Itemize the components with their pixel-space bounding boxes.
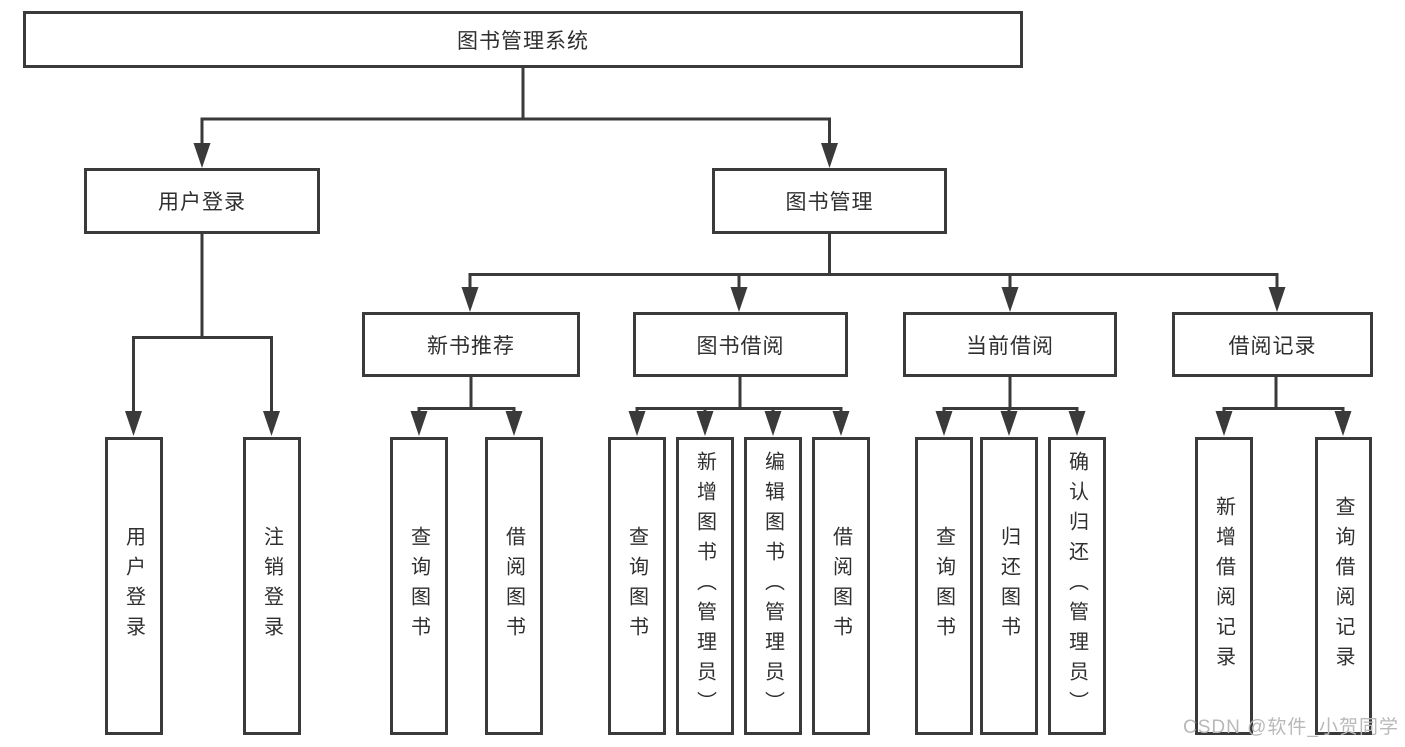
arrow-down-icon	[410, 411, 428, 436]
connector-book-borrow-to-leaves	[635, 377, 843, 414]
arrow-down-icon	[821, 143, 838, 168]
node-book-management: 图书管理	[712, 168, 947, 234]
node-book-borrowing: 图书借阅	[633, 312, 848, 377]
node-label: 图书借阅	[696, 334, 785, 358]
leaf-borrow-books-recommend: 借阅图书	[485, 437, 543, 735]
leaf-label: 新增图书（管理员）	[693, 451, 716, 721]
node-label: 图书管理	[785, 191, 874, 214]
arrow-down-icon	[696, 411, 714, 436]
leaf-query-books-borrowing: 查询图书	[608, 437, 666, 735]
leaf-borrow-books-borrowing: 借阅图书	[812, 437, 870, 735]
leaf-query-borrow-record: 查询借阅记录	[1315, 437, 1372, 735]
node-library-management-system: 图书管理系统	[23, 11, 1023, 68]
arrow-down-icon	[935, 411, 953, 436]
leaf-add-borrow-record: 新增借阅记录	[1195, 437, 1253, 735]
leaf-label: 查询图书	[932, 526, 955, 646]
arrow-down-icon	[628, 411, 646, 436]
leaf-edit-books-admin: 编辑图书（管理员）	[744, 437, 802, 735]
leaf-return-books: 归还图书	[980, 437, 1038, 735]
leaf-label: 注销登录	[260, 526, 283, 646]
arrow-down-icon	[125, 411, 142, 436]
leaf-label: 新增借阅记录	[1212, 496, 1235, 676]
leaf-logout: 注销登录	[243, 437, 301, 735]
arrow-down-icon	[1268, 287, 1286, 312]
arrow-down-icon	[461, 287, 479, 312]
leaf-label: 查询借阅记录	[1332, 496, 1354, 676]
node-label: 当前借阅	[966, 334, 1054, 358]
arrow-down-icon	[832, 411, 850, 436]
arrow-down-icon	[263, 411, 280, 436]
connector-segments	[132, 68, 1345, 414]
leaf-label: 用户登录	[122, 526, 145, 646]
node-new-book-recommendation: 新书推荐	[362, 312, 580, 377]
leaf-label: 编辑图书（管理员）	[761, 451, 784, 721]
arrow-down-icon	[1000, 411, 1018, 436]
node-borrowing-records: 借阅记录	[1172, 312, 1373, 377]
leaf-label: 借阅图书	[502, 526, 525, 646]
connector-user-login-to-leaves	[132, 234, 273, 414]
node-user-login: 用户登录	[84, 168, 320, 234]
leaf-label: 查询图书	[625, 526, 648, 646]
arrow-down-icon	[193, 143, 211, 168]
node-label: 借阅记录	[1228, 334, 1317, 358]
connector-borrow-records-to-leaves	[1222, 377, 1345, 414]
arrow-down-icon	[764, 411, 782, 436]
leaf-query-books-recommend: 查询图书	[390, 437, 448, 735]
leaf-label: 归还图书	[997, 526, 1020, 646]
connector-new-book-rec-to-leaves	[417, 377, 516, 414]
leaf-label: 借阅图书	[829, 526, 852, 646]
leaf-confirm-return-admin: 确认归还（管理员）	[1048, 437, 1106, 735]
connector-root-to-level2	[200, 68, 831, 146]
arrow-down-icon	[1001, 287, 1019, 312]
node-current-borrowing: 当前借阅	[903, 312, 1117, 377]
arrow-down-icon	[1215, 411, 1233, 436]
csdn-watermark: CSDN @软件_小贺同学	[1183, 717, 1399, 738]
arrow-down-icon	[730, 287, 748, 312]
leaf-query-books-current: 查询图书	[915, 437, 973, 735]
leaf-label: 确认归还（管理员）	[1065, 451, 1088, 721]
arrow-down-icon	[505, 411, 523, 436]
node-label: 新书推荐	[427, 334, 515, 358]
node-label: 图书管理系统	[457, 29, 589, 53]
arrow-down-icon	[1334, 411, 1352, 436]
connector-current-borrow-to-leaves	[942, 377, 1079, 414]
arrow-down-icon	[1068, 411, 1086, 436]
connector-book-mgmt-to-level3	[468, 234, 1279, 290]
leaf-label: 查询图书	[407, 526, 430, 646]
arrowheads	[125, 143, 1352, 436]
leaf-add-books-admin: 新增图书（管理员）	[676, 437, 734, 735]
leaf-user-login: 用户登录	[105, 437, 163, 735]
node-label: 用户登录	[158, 191, 246, 214]
